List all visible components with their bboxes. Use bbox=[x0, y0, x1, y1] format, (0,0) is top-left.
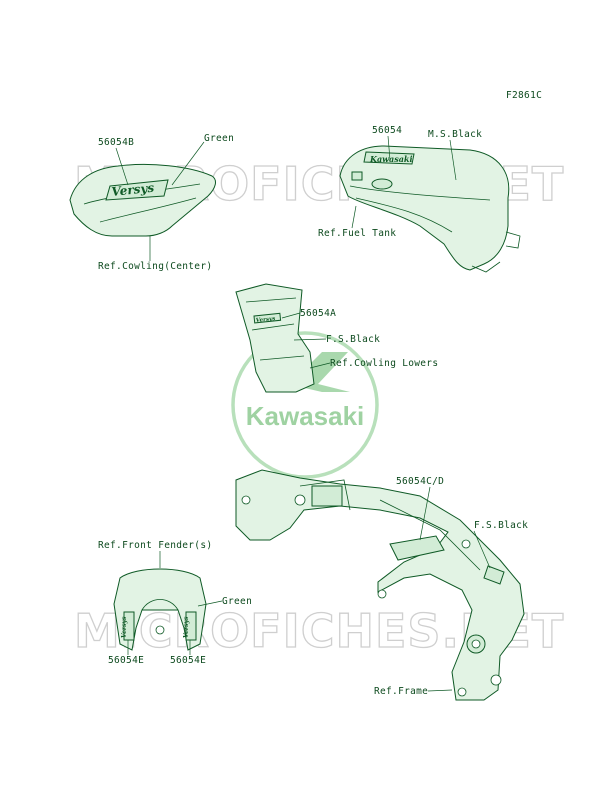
cowling-lower-part: Versys bbox=[235, 283, 315, 393]
tank-decal-text: Kawasaki bbox=[369, 154, 412, 164]
label-green-fender: Green bbox=[222, 596, 252, 607]
label-ref-cowling-center: Ref.Cowling(Center) bbox=[98, 261, 212, 272]
label-56054B: 56054B bbox=[98, 137, 134, 148]
lower-decal-text: Versys bbox=[256, 316, 276, 324]
front-fender-part: Versys Versys bbox=[113, 568, 207, 651]
label-56054E-left: 56054E bbox=[108, 655, 144, 666]
label-green-top: Green bbox=[204, 133, 234, 144]
label-56054E-right: 56054E bbox=[170, 655, 206, 666]
frame-part bbox=[235, 469, 525, 701]
fender-decal-right: Versys bbox=[183, 616, 190, 638]
label-56054A: 56054A bbox=[300, 308, 336, 319]
label-fs-black-mid: F.S.Black bbox=[326, 334, 380, 345]
figure-code: F2861C bbox=[506, 90, 542, 101]
fender-decal-left: Versys bbox=[121, 616, 128, 638]
fuel-tank-part: Kawasaki bbox=[339, 145, 521, 273]
label-ref-cowling-lowers: Ref.Cowling Lowers bbox=[330, 358, 438, 369]
label-ref-frame: Ref.Frame bbox=[374, 686, 428, 697]
label-56054: 56054 bbox=[372, 125, 402, 136]
label-56054CD: 56054C/D bbox=[396, 476, 444, 487]
cowl-decal-text: Versys bbox=[111, 181, 155, 199]
logo-text: Kawasaki bbox=[246, 401, 365, 431]
label-ref-front-fender: Ref.Front Fender(s) bbox=[98, 540, 212, 551]
center-cowling-part: Versys bbox=[69, 164, 216, 237]
label-fs-black-frame: F.S.Black bbox=[474, 520, 528, 531]
label-ms-black: M.S.Black bbox=[428, 129, 482, 140]
label-ref-fuel-tank: Ref.Fuel Tank bbox=[318, 228, 396, 239]
